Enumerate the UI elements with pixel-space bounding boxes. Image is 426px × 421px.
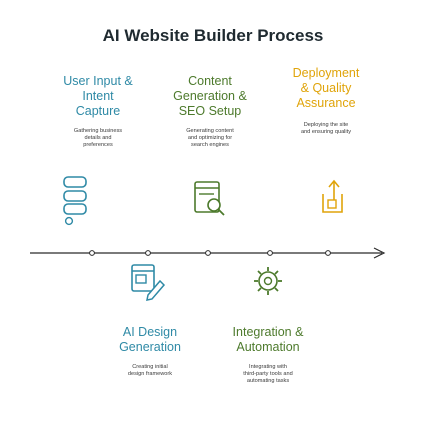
step-content-generation: Content Generation & SEO Setup Generatin… <box>150 74 270 149</box>
step-integration-heading: Integration & Automation <box>208 325 328 355</box>
heading-line: Content <box>188 74 232 88</box>
heading-line: Assurance <box>296 96 356 110</box>
desc-line: Integrating with <box>249 364 287 370</box>
design-pencil-icon <box>130 263 166 301</box>
heading-line: Intent <box>82 89 114 103</box>
desc-line: Creating initial <box>132 364 168 370</box>
timeline-node <box>267 250 273 256</box>
title-part-2: te Builder Process <box>174 26 324 45</box>
heading-line: AI Design <box>122 325 178 339</box>
heading-line: Deployment <box>292 66 360 80</box>
desc-line: and ensuring quality <box>300 129 352 135</box>
timeline-node <box>325 250 331 256</box>
step-deployment: Deployment & Quality Assurance Deploying… <box>266 66 386 136</box>
step-deployment-heading: Deployment & Quality Assurance <box>266 66 386 111</box>
desc-line: search engines <box>191 142 229 148</box>
desc-line: design framework <box>127 371 173 377</box>
document-search-icon <box>194 180 228 220</box>
heading-line: User Input & <box>63 74 133 88</box>
step-ai-design: AI Design Generation Creating initial de… <box>90 325 210 378</box>
desc-line: and optimizing for <box>187 135 233 141</box>
timeline <box>30 245 392 261</box>
step-user-input: User Input & Intent Capture Gathering bu… <box>38 74 158 149</box>
timeline-arrow-head <box>373 247 386 259</box>
form-fields-icon <box>60 175 90 235</box>
title-part-1: AI Websi <box>102 26 175 45</box>
step-ai-design-heading: AI Design Generation <box>90 325 210 355</box>
desc-line: Generating content <box>186 128 234 134</box>
heading-line: SEO Setup <box>178 104 242 118</box>
step-user-input-heading: User Input & Intent Capture <box>38 74 158 119</box>
timeline-node <box>205 250 211 256</box>
heading-line: Integration & <box>232 325 304 339</box>
desc-line: Deploying the site <box>303 122 349 128</box>
step-content-generation-heading: Content Generation & SEO Setup <box>150 74 270 119</box>
step-user-input-description: Gathering business details and preferenc… <box>38 128 158 149</box>
desc-line: preferences <box>83 142 113 148</box>
step-deployment-description: Deploying the site and ensuring quality <box>266 122 386 136</box>
desc-line: third-party tools and <box>243 371 293 377</box>
timeline-node <box>89 250 95 256</box>
step-content-generation-description: Generating content and optimizing for se… <box>150 128 270 149</box>
heading-line: Automation <box>236 340 300 354</box>
heading-line: Generation & <box>173 89 247 103</box>
step-integration: Integration & Automation Integrating wit… <box>208 325 328 385</box>
desc-line: Gathering business <box>73 128 123 134</box>
timeline-node <box>145 250 151 256</box>
heading-line: Generation <box>119 340 181 354</box>
step-ai-design-description: Creating initial design framework <box>90 364 210 378</box>
step-integration-description: Integrating with third-party tools and a… <box>208 364 328 385</box>
desc-line: details and <box>84 135 112 141</box>
gear-cycle-icon <box>250 263 286 299</box>
heading-line: & Quality <box>300 81 352 95</box>
desc-line: automating tasks <box>246 378 290 384</box>
heading-line: Capture <box>75 104 121 118</box>
diagram-title: AI Website Builder Process <box>0 26 426 46</box>
upload-document-icon <box>320 178 348 218</box>
